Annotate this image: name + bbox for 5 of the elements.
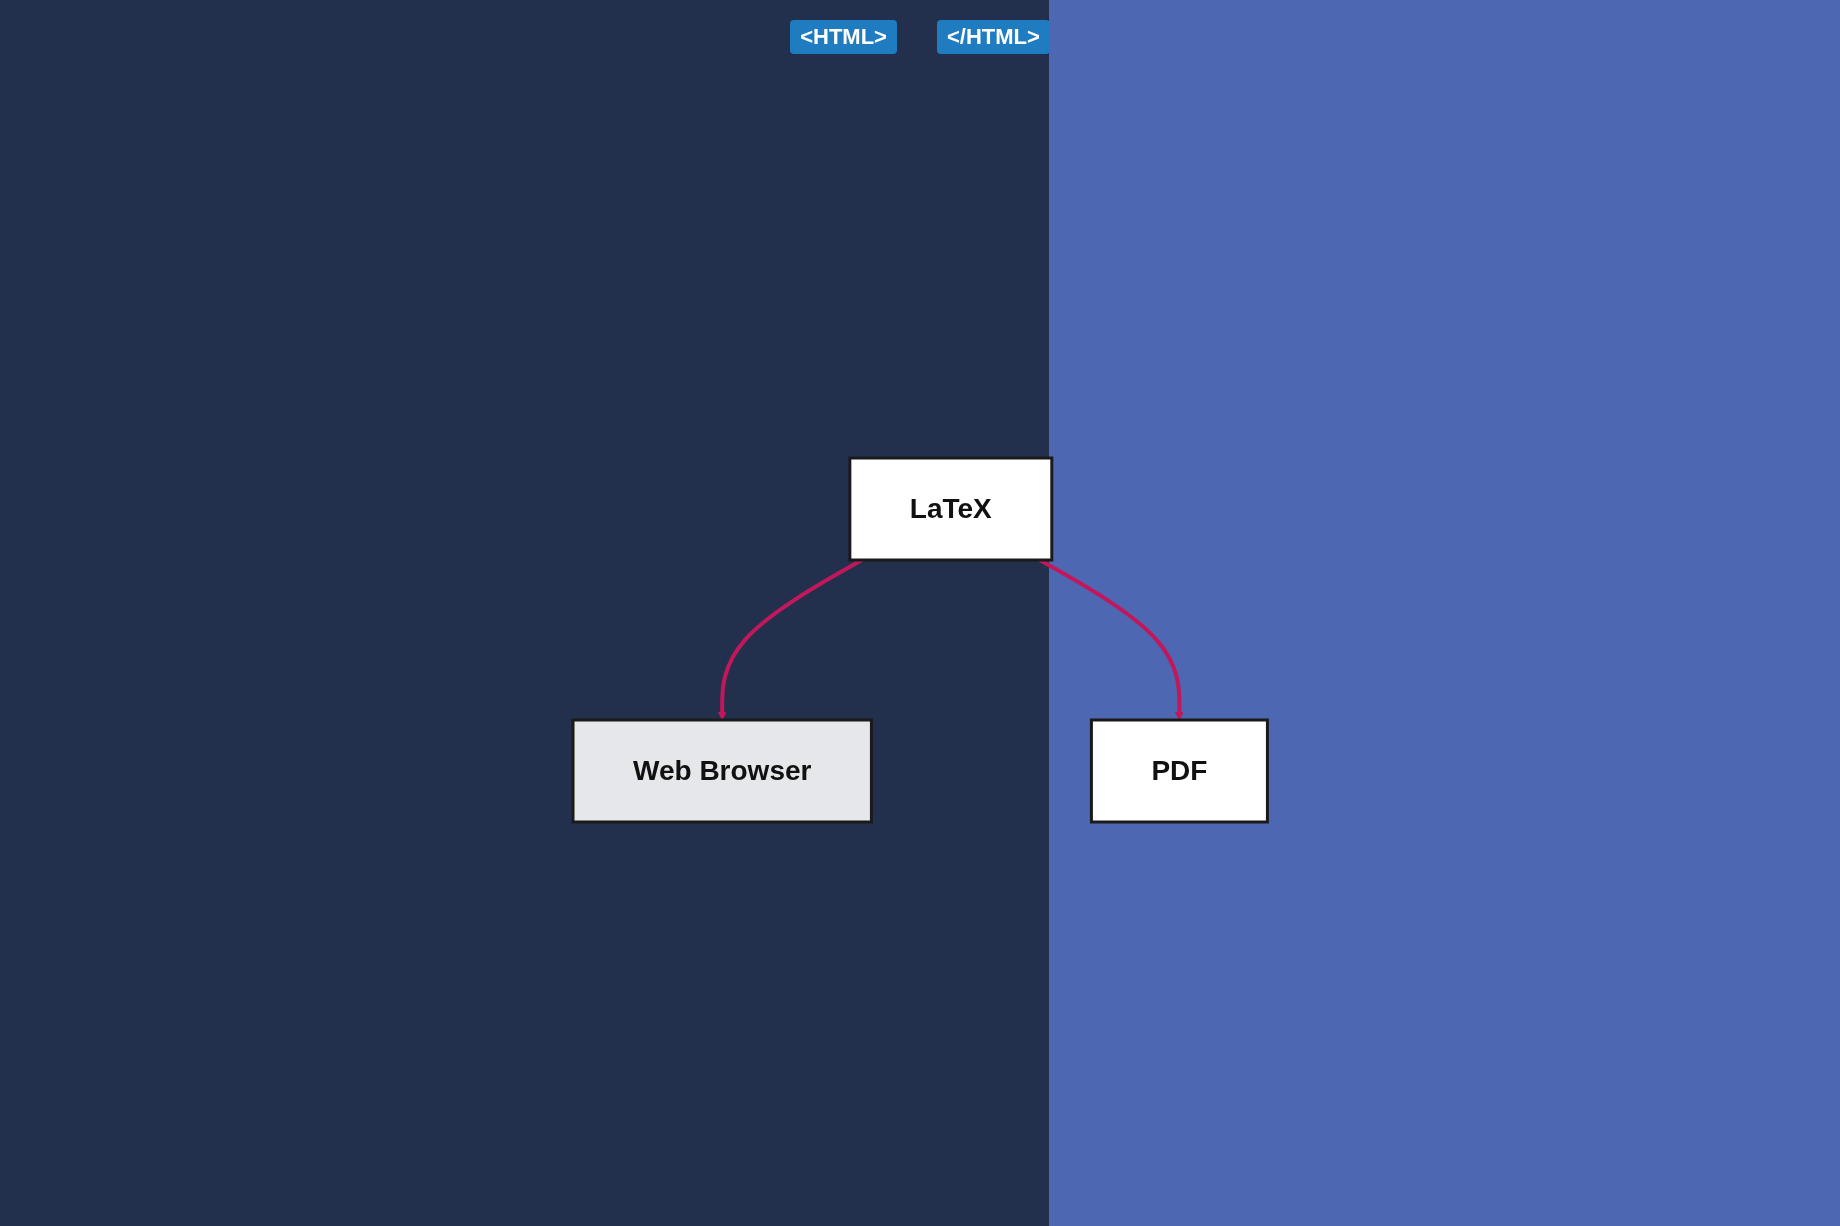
code-tag-label: </HTML> [936,20,1050,54]
code-tag-label: <HTML> [790,20,897,54]
node-box: Web Browser [571,718,873,824]
node-box: LaTeX [848,456,1054,562]
node-box: PDF [1089,718,1269,824]
